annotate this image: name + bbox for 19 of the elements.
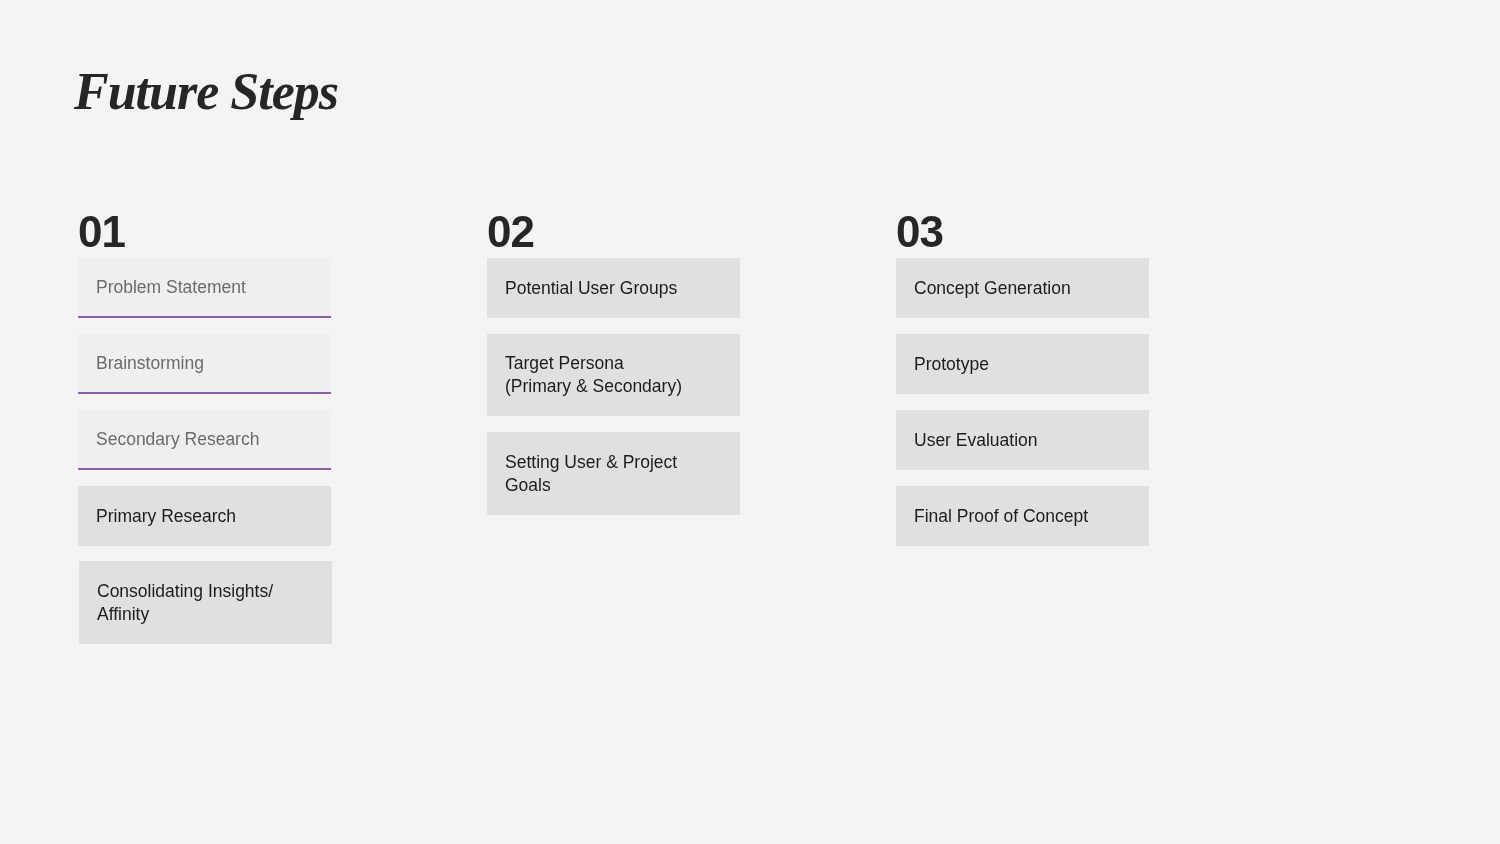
step-label: Setting User & Project Goals — [505, 450, 679, 497]
step-label: Problem Statement — [96, 275, 246, 299]
step-label: Primary Research — [96, 504, 237, 528]
column-number: 03 — [896, 210, 943, 254]
step-label: Target Persona (Primary & Secondary) — [505, 352, 683, 398]
step-card — [78, 334, 331, 394]
column-number: 02 — [487, 210, 534, 254]
step-card — [78, 410, 331, 470]
step-label: Prototype — [914, 352, 989, 376]
step-label: Final Proof of Concept — [914, 504, 1089, 528]
step-label: User Evaluation — [914, 428, 1038, 452]
step-card — [78, 258, 331, 318]
step-label: Consolidating Insights/ Affinity — [97, 579, 275, 626]
step-label: Secondary Research — [96, 427, 260, 451]
step-label: Concept Generation — [914, 276, 1071, 300]
step-label: Brainstorming — [96, 351, 204, 375]
step-label: Potential User Groups — [505, 276, 678, 300]
column-number: 01 — [78, 210, 125, 254]
page-title: Future Steps — [74, 62, 338, 122]
